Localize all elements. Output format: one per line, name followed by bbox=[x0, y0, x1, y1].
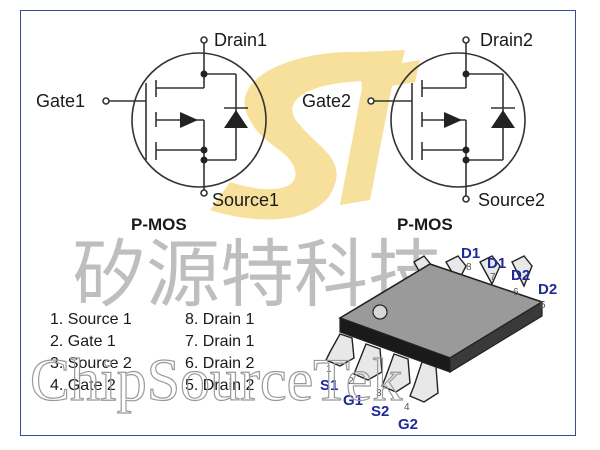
pin-list-right-2: 7. Drain 1 bbox=[185, 333, 254, 350]
pkg-label-d2a: D2 bbox=[511, 267, 530, 284]
pkg-label-s2: S2 bbox=[371, 403, 389, 420]
pin-list-left-2: 2. Gate 1 bbox=[50, 333, 116, 350]
pkg-label-g2: G2 bbox=[398, 416, 418, 433]
mosfet2-type-label: P-MOS bbox=[397, 215, 453, 234]
pkg-num-5: 5 bbox=[540, 300, 546, 311]
pkg-label-s1: S1 bbox=[320, 377, 338, 394]
pkg-label-d1a: D1 bbox=[461, 245, 480, 262]
pin-list-left-3: 3. Source 2 bbox=[50, 355, 132, 372]
pkg-num-6: 6 bbox=[513, 287, 519, 298]
mosfet-1-junction bbox=[200, 146, 208, 154]
pkg-num-1: 1 bbox=[326, 364, 332, 375]
mosfet1-type-label: P-MOS bbox=[131, 215, 187, 234]
pin-list-left-4: 4. Gate 2 bbox=[50, 377, 116, 394]
pin-list-right-4: 5. Drain 2 bbox=[185, 377, 254, 394]
pkg-num-8: 8 bbox=[466, 262, 472, 273]
pin-list-left-1: 1. Source 1 bbox=[50, 311, 132, 328]
st-logo bbox=[210, 50, 420, 220]
mosfet-2-junction bbox=[462, 156, 470, 164]
drain1-label: Drain1 bbox=[214, 30, 267, 50]
mosfet-1-junction bbox=[200, 156, 208, 164]
mosfet-2-junction bbox=[462, 146, 470, 154]
source2-label: Source2 bbox=[478, 190, 545, 210]
pkg-label-d2b: D2 bbox=[538, 281, 557, 298]
mosfet-1-arrow bbox=[180, 112, 198, 128]
gate1-label: Gate1 bbox=[36, 91, 85, 111]
pin-list-right-1: 8. Drain 1 bbox=[185, 311, 254, 328]
pkg-num-4: 4 bbox=[404, 402, 410, 413]
soic8-package bbox=[325, 255, 544, 403]
pkg-label-g1: G1 bbox=[343, 392, 363, 409]
pkg-label-d1b: D1 bbox=[487, 255, 506, 272]
diagram-frame bbox=[20, 10, 576, 436]
mosfet-2-junction bbox=[462, 70, 470, 78]
mosfet-2-diode bbox=[491, 110, 515, 128]
mosfet-1-junction bbox=[200, 70, 208, 78]
pin-list-right-3: 6. Drain 2 bbox=[185, 355, 254, 372]
pkg-num-2: 2 bbox=[348, 376, 354, 387]
watermark-english: ChipSourceTek bbox=[30, 347, 402, 413]
mosfet-2-arrow bbox=[444, 112, 462, 128]
gate2-label: Gate2 bbox=[302, 91, 351, 111]
drain2-label: Drain2 bbox=[480, 30, 533, 50]
source1-label: Source1 bbox=[212, 190, 279, 210]
pkg-num-7: 7 bbox=[490, 272, 496, 283]
pkg-num-3: 3 bbox=[376, 388, 382, 399]
mosfet-1-diode bbox=[224, 110, 248, 128]
